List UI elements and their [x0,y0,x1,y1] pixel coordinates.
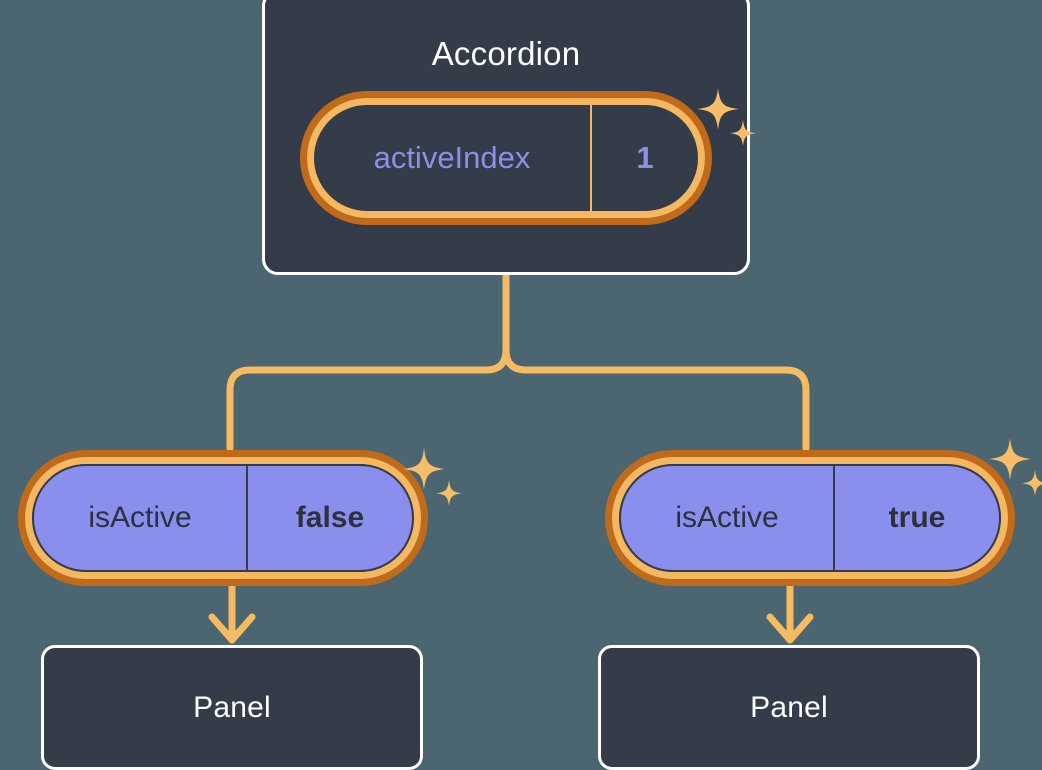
prop-pill-is-active-true[interactable]: isActive true [619,464,1001,572]
prop-pill-is-active-false-ring [25,457,421,579]
state-pill-active-index[interactable]: activeIndex 1 [314,105,698,211]
state-pill-active-index-ring [307,98,705,218]
state-value-active-index: 1 [636,140,654,175]
accordion-title: Accordion [431,35,581,72]
state-key-active-index: activeIndex [314,105,592,211]
arrow-down-icon-left [208,574,256,644]
panel-title-right: Panel [750,690,828,724]
arrow-down-icon-right [766,574,814,644]
connector-accordion-to-left [226,271,510,461]
panel-component-box-left[interactable]: Panel [41,645,423,770]
prop-value-is-active-right: true [888,501,946,534]
prop-key-is-active-right: isActive [621,466,835,570]
prop-key-is-active-left: isActive [34,466,248,570]
panel-component-box-right[interactable]: Panel [598,645,980,770]
prop-pill-is-active-true-ring [612,457,1008,579]
connector-accordion-to-right [502,271,810,461]
panel-title-left: Panel [193,690,271,724]
prop-value-is-active-left: false [295,501,365,534]
prop-pill-is-active-false[interactable]: isActive false [32,464,414,572]
